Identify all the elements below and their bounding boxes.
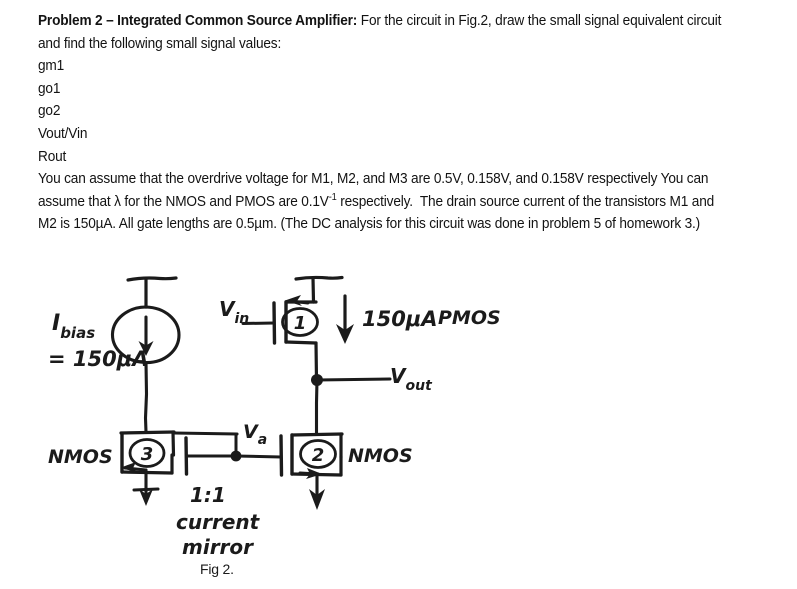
transistor-m2: 2 <box>279 432 344 479</box>
label-va: Va <box>243 421 267 448</box>
requested-value-rout: Rout <box>38 148 67 165</box>
figure-caption: Fig 2. <box>200 561 234 577</box>
label-ibias-sub: bias <box>60 324 95 342</box>
label-nmos-right: NMOS <box>348 445 413 467</box>
problem-statement: Problem 2 – Integrated Common Source Amp… <box>38 10 735 236</box>
wire-ibias-to-mirror <box>143 360 149 434</box>
label-mirror-line2: mirror <box>182 535 254 559</box>
lambda-symbol: λ <box>114 193 121 210</box>
device-label-m1: 1 <box>294 313 307 334</box>
assumption-lambda-b: respectively. The drain source current o… <box>38 193 718 233</box>
problem-heading-line: Problem 2 – Integrated Common Source Amp… <box>38 10 735 55</box>
lambda-exponent: -1 <box>328 191 337 203</box>
label-mirror-line1: current <box>176 510 261 534</box>
requested-value-go1: go1 <box>38 80 61 97</box>
device-label-m2: 2 <box>312 445 325 466</box>
device-label-m3: 3 <box>141 444 154 465</box>
problem-intro: For the circuit in Fig.2, draw the small… <box>38 13 725 52</box>
label-mirror-ratio: 1:1 <box>190 483 226 507</box>
circuit-figure: 3 Va <box>0 258 797 589</box>
ground-symbol-m2 <box>309 472 325 510</box>
transistor-m1: 1 <box>241 275 344 382</box>
problem-heading: Problem 2 – Integrated Common Source Amp… <box>38 13 358 29</box>
requested-value-gm1: gm1 <box>38 58 65 75</box>
supply-rail-left <box>126 276 178 309</box>
label-vin: Vin <box>219 297 249 327</box>
label-vout-sub: out <box>405 378 433 394</box>
current-arrow-150ua <box>336 294 354 344</box>
node-vout <box>311 374 392 386</box>
label-pmos-current: 150μA <box>362 307 438 331</box>
assumption-overdrive: You can assume that the overdrive voltag… <box>38 171 712 210</box>
label-ibias-value: = 150μA <box>48 347 148 371</box>
ground-symbol-m3 <box>132 468 160 506</box>
circuit-diagram: 3 Va <box>48 275 501 559</box>
label-vin-sub: in <box>234 311 249 327</box>
node-va <box>172 431 283 462</box>
label-pmos-type: PMOS <box>438 307 501 329</box>
label-nmos-left: NMOS <box>48 446 113 468</box>
requested-value-go2: go2 <box>38 103 61 120</box>
transistor-m3: 3 <box>119 430 238 476</box>
wire-m2-drain-to-vout <box>314 378 319 436</box>
assumptions-paragraph: You can assume that the overdrive voltag… <box>38 168 735 236</box>
label-ibias: Ibias <box>52 311 95 342</box>
label-va-sub: a <box>258 432 267 448</box>
label-vout: Vout <box>390 364 433 394</box>
assumption-lambda-a: for the NMOS and PMOS are 0.1V <box>120 193 329 210</box>
requested-value-vout-vin: Vout/Vin <box>38 125 88 142</box>
